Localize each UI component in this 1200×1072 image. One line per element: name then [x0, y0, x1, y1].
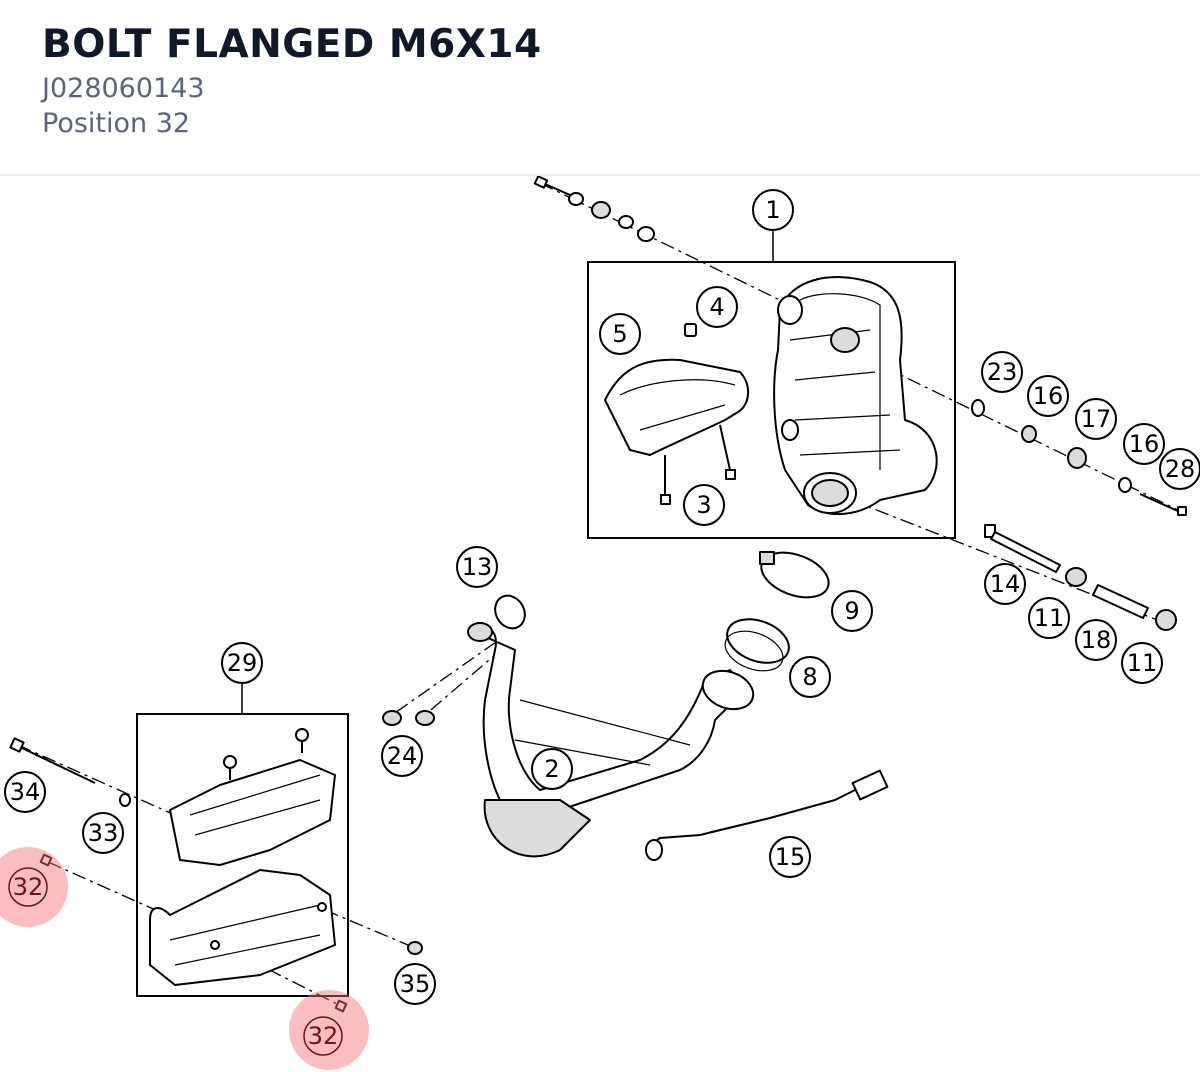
- exhaust-header-pipe: [467, 622, 755, 858]
- svg-text:16: 16: [1129, 430, 1160, 458]
- callout-17[interactable]: 17: [1075, 398, 1117, 440]
- callout-16-right[interactable]: 16: [1123, 423, 1165, 465]
- callout-13[interactable]: 13: [456, 546, 498, 588]
- svg-text:18: 18: [1081, 626, 1112, 654]
- cover-plate: [604, 358, 749, 505]
- svg-text:32: 32: [13, 873, 44, 901]
- callout-11-lower[interactable]: 11: [1121, 642, 1163, 684]
- callout-15[interactable]: 15: [769, 836, 811, 878]
- callout-9[interactable]: 9: [831, 590, 873, 632]
- svg-text:9: 9: [844, 597, 859, 625]
- svg-text:13: 13: [462, 553, 493, 581]
- svg-text:2: 2: [544, 755, 559, 783]
- bolt-flanged-32-left: [39, 853, 53, 867]
- hose-clamp: [759, 551, 830, 599]
- position-label: Position 32: [42, 108, 191, 139]
- callout-18[interactable]: 18: [1075, 619, 1117, 661]
- svg-text:23: 23: [987, 358, 1018, 386]
- callout-1[interactable]: 1: [752, 189, 794, 231]
- right-washer-stack: [971, 399, 1187, 516]
- svg-text:17: 17: [1081, 405, 1112, 433]
- svg-text:28: 28: [1165, 455, 1196, 483]
- nut-35: [407, 941, 423, 955]
- part-header: BOLT FLANGED M6X14 J028060143 Position 3…: [0, 0, 1200, 176]
- svg-text:14: 14: [990, 570, 1021, 598]
- heat-shield-lower: [149, 869, 336, 986]
- long-bolt-34: [9, 737, 96, 784]
- callout-23[interactable]: 23: [981, 351, 1023, 393]
- callout-4[interactable]: 4: [696, 286, 738, 328]
- callout-29[interactable]: 29: [221, 642, 263, 684]
- clip-4: [684, 323, 697, 337]
- callout-16-left[interactable]: 16: [1027, 375, 1069, 417]
- svg-text:24: 24: [387, 742, 418, 770]
- heat-shield-upper: [169, 728, 336, 866]
- part-number: J028060143: [42, 73, 205, 104]
- group-box-1: [587, 261, 956, 539]
- svg-text:15: 15: [775, 843, 806, 871]
- callout-11-upper[interactable]: 11: [1028, 597, 1070, 639]
- callout-3[interactable]: 3: [683, 484, 725, 526]
- svg-text:32: 32: [308, 1022, 339, 1050]
- bolt-upper-stack: [533, 176, 655, 242]
- rubber-sleeve: [724, 618, 790, 672]
- svg-text:8: 8: [802, 663, 817, 691]
- svg-text:34: 34: [10, 778, 41, 806]
- nuts-24: [382, 710, 435, 726]
- callout-28[interactable]: 28: [1159, 448, 1200, 490]
- svg-text:33: 33: [88, 819, 119, 847]
- callout-32-left-highlighted[interactable]: 32: [0, 847, 68, 927]
- callout-34[interactable]: 34: [4, 771, 46, 813]
- callout-5[interactable]: 5: [599, 313, 641, 355]
- gasket-ring: [494, 594, 526, 630]
- callout-35[interactable]: 35: [394, 963, 436, 1005]
- callout-24[interactable]: 24: [381, 735, 423, 777]
- part-title: BOLT FLANGED M6X14: [42, 22, 542, 67]
- intake-housing: [773, 276, 938, 516]
- callout-8[interactable]: 8: [789, 656, 831, 698]
- svg-text:4: 4: [709, 293, 724, 321]
- svg-text:16: 16: [1033, 382, 1064, 410]
- svg-text:29: 29: [227, 649, 258, 677]
- washer-33: [119, 793, 131, 807]
- svg-text:1: 1: [765, 196, 780, 224]
- svg-text:35: 35: [400, 970, 431, 998]
- svg-text:5: 5: [612, 320, 627, 348]
- callout-33[interactable]: 33: [82, 812, 124, 854]
- callout-32-bottom-highlighted[interactable]: 32: [289, 990, 369, 1070]
- exploded-parts-diagram: 1 2 3 4 5 8 9 11 11 13 14 15 16 16 17 18…: [0, 176, 1200, 1070]
- svg-text:11: 11: [1127, 649, 1158, 677]
- svg-text:11: 11: [1034, 604, 1065, 632]
- oxygen-sensor: [645, 769, 889, 861]
- bolt-flanged-32-bottom: [334, 999, 348, 1013]
- svg-text:3: 3: [696, 491, 711, 519]
- callout-14[interactable]: 14: [984, 563, 1026, 605]
- callout-2[interactable]: 2: [531, 748, 573, 790]
- spacer-sleeve-stack: [984, 524, 1177, 631]
